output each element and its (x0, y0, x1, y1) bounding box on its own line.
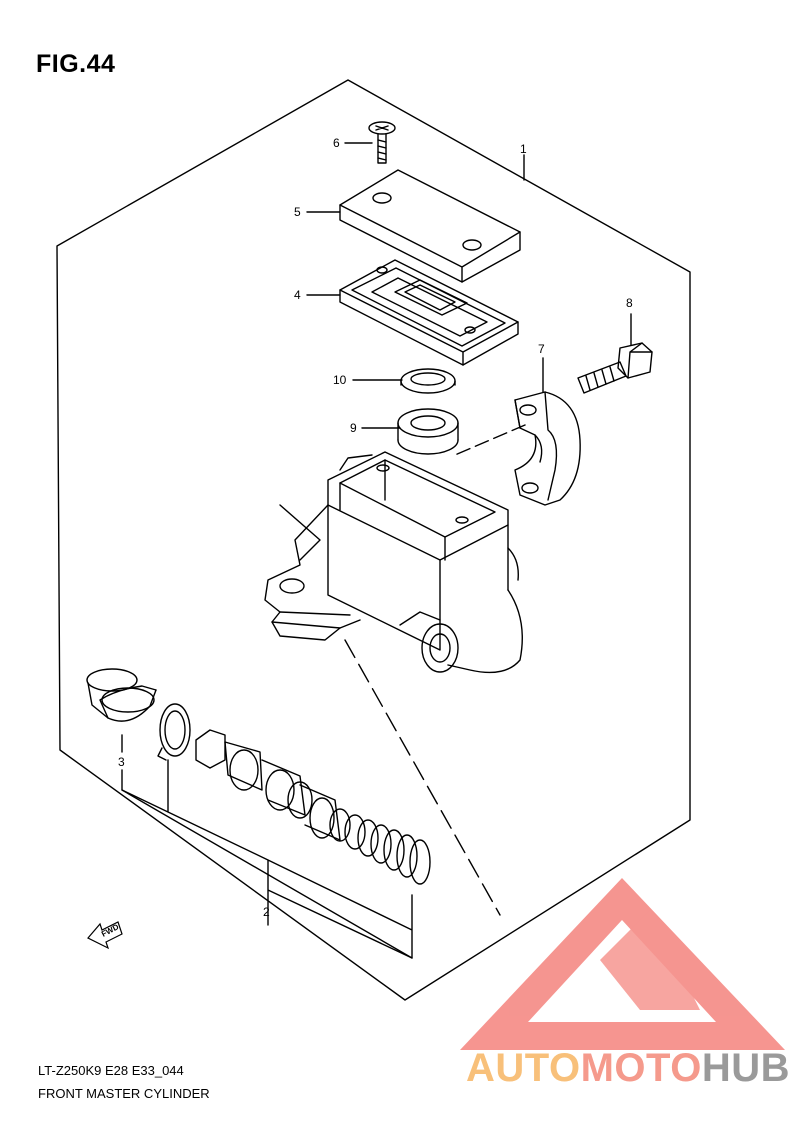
watermark-hub: HUB (701, 1046, 790, 1090)
axis-line-upper (454, 424, 526, 456)
screw-part-6 (368, 121, 396, 164)
bolt-part-8 (577, 342, 653, 394)
axis-line-lower (344, 639, 501, 916)
watermark-moto: MOTO (580, 1046, 702, 1090)
bracket-group-2 (121, 759, 413, 959)
boot-part-3 (86, 668, 157, 722)
watermark-wordmark: AUTOMOTOHUB (466, 1046, 790, 1091)
bushing-part-9 (397, 408, 459, 455)
model-code: LT-Z250K9 E28 E33_044 (38, 1063, 184, 1078)
reservoir-cap-part-5 (339, 169, 521, 283)
callout-2: 2 (263, 905, 270, 919)
triangle-logo-icon (460, 878, 785, 1050)
callout-7: 7 (538, 342, 545, 356)
assembly-boundary (56, 79, 691, 1001)
callout-5: 5 (294, 205, 301, 219)
callout-6: 6 (333, 136, 340, 150)
callout-10: 10 (333, 373, 347, 387)
callout-4: 4 (294, 288, 301, 302)
callout-8: 8 (626, 296, 633, 310)
callout-9: 9 (350, 421, 357, 435)
figure-label: FIG.44 (36, 50, 116, 78)
master-cylinder-body-part-1 (264, 451, 523, 674)
diaphragm-part-4 (339, 259, 519, 366)
axis-line-guide (279, 504, 321, 561)
o-ring-part-10 (400, 368, 456, 394)
fwd-arrow-icon (87, 921, 123, 950)
callout-1: 1 (520, 142, 527, 156)
clamp-part-7 (514, 391, 581, 506)
watermark-auto: AUTO (465, 1046, 581, 1090)
circlip-part (157, 703, 191, 761)
diagram-caption: FRONT MASTER CYLINDER (38, 1086, 210, 1101)
bracket-lower (121, 789, 413, 959)
piston-assembly-part-2 (195, 729, 431, 885)
callout-3: 3 (118, 755, 125, 769)
